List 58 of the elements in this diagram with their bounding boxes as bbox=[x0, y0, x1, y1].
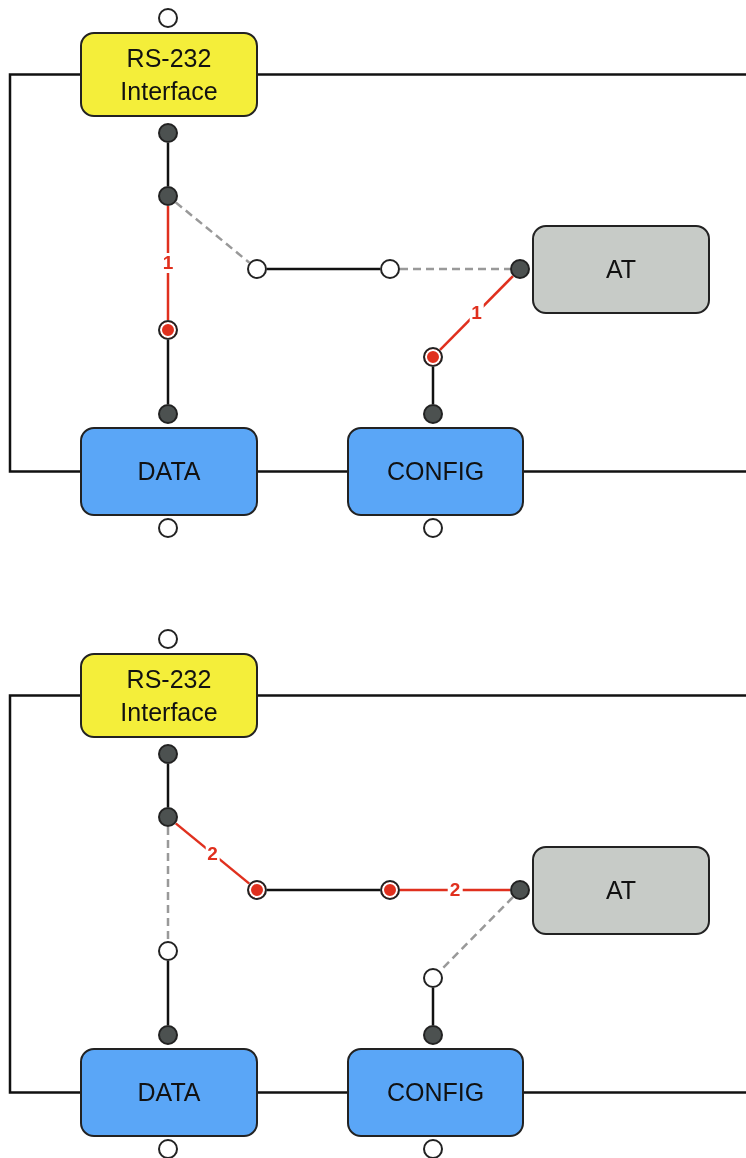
module-box: DATA bbox=[80, 427, 258, 516]
connector-line bbox=[524, 470, 746, 473]
module-box: CONFIG bbox=[347, 1048, 524, 1137]
connector-line bbox=[174, 201, 251, 264]
connector-line bbox=[400, 888, 510, 892]
connector-dot bbox=[423, 968, 443, 988]
connector-line bbox=[166, 827, 170, 941]
connector-dot bbox=[158, 1025, 178, 1045]
module-box: CONFIG bbox=[347, 427, 524, 516]
edge-label: 2 bbox=[205, 843, 220, 864]
connector-line bbox=[166, 143, 170, 186]
interface-box: RS-232 Interface bbox=[80, 32, 258, 117]
module-box: DATA bbox=[80, 1048, 258, 1137]
connector-dot bbox=[380, 259, 400, 279]
connector-line bbox=[524, 1091, 746, 1094]
connector-dot bbox=[158, 629, 178, 649]
edge-label: 1 bbox=[160, 253, 176, 273]
connector-line bbox=[258, 73, 746, 76]
connector-line bbox=[166, 206, 170, 320]
connector-dot bbox=[423, 1025, 443, 1045]
connector-dot bbox=[158, 123, 178, 143]
connector-dot bbox=[158, 320, 178, 340]
edge-label: 1 bbox=[469, 303, 484, 323]
connector-line bbox=[439, 275, 514, 351]
connector-dot bbox=[158, 744, 178, 764]
connector-dot bbox=[247, 880, 267, 900]
connector-dot bbox=[158, 186, 178, 206]
connector-dot bbox=[158, 404, 178, 424]
connector-line bbox=[258, 1091, 347, 1094]
connector-dot bbox=[247, 259, 267, 279]
connector-line bbox=[166, 961, 170, 1025]
connector-line bbox=[166, 764, 170, 807]
module-box: AT bbox=[532, 225, 710, 314]
connector-line bbox=[174, 822, 251, 885]
connector-line bbox=[267, 888, 380, 892]
connector-line bbox=[431, 367, 435, 404]
connector-line bbox=[8, 694, 80, 1094]
connector-line bbox=[8, 73, 80, 473]
connector-line bbox=[400, 267, 510, 271]
connector-line bbox=[166, 340, 170, 404]
connector-dot bbox=[423, 518, 443, 538]
connector-dot bbox=[423, 347, 443, 367]
connector-line bbox=[258, 470, 347, 473]
connector-dot bbox=[158, 1139, 178, 1158]
connector-dot bbox=[158, 518, 178, 538]
connector-dot bbox=[423, 404, 443, 424]
connector-dot bbox=[510, 259, 530, 279]
connector-line bbox=[431, 988, 435, 1025]
connector-dot bbox=[423, 1139, 443, 1158]
connector-line bbox=[258, 694, 746, 697]
connector-dot bbox=[158, 8, 178, 28]
connector-dot bbox=[158, 941, 178, 961]
interface-box: RS-232 Interface bbox=[80, 653, 258, 738]
connector-dot bbox=[510, 880, 530, 900]
module-box: AT bbox=[532, 846, 710, 935]
connector-dot bbox=[158, 807, 178, 827]
connector-line bbox=[267, 267, 380, 271]
connector-dot bbox=[380, 880, 400, 900]
